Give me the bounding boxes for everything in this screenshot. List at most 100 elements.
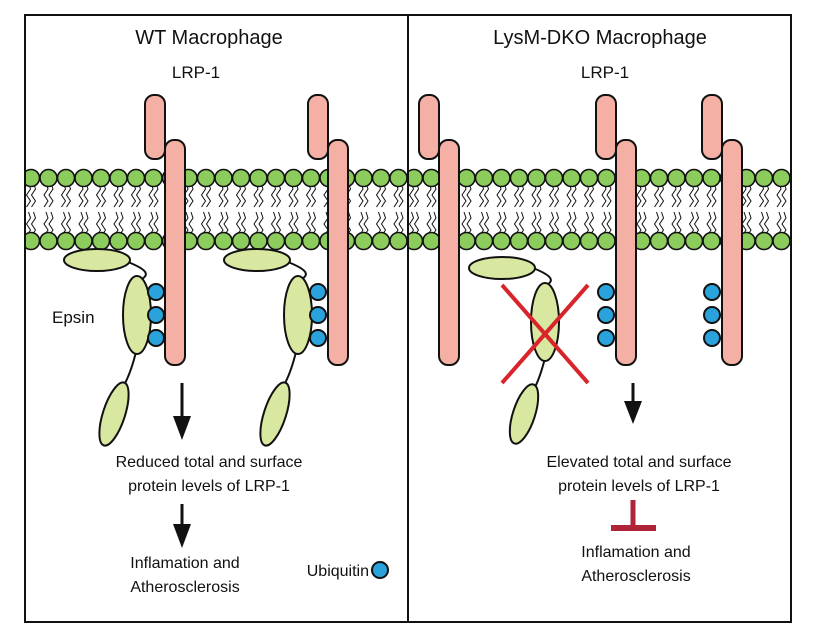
ubiquitin-legend-label: Ubiquitin [307, 563, 369, 580]
lipid-tail [65, 211, 72, 237]
lipid-head [249, 231, 268, 251]
lipid-head [422, 168, 441, 188]
ubiquitin-chain-3 [597, 283, 615, 347]
lipid-tail [118, 182, 124, 208]
lipid-tail [431, 211, 437, 237]
lipid-head [126, 168, 146, 188]
lipid-tail [188, 211, 194, 237]
lipid-tail [223, 182, 229, 208]
lipid-tail [135, 182, 142, 208]
lipid-head [597, 231, 616, 251]
lipid-head [684, 231, 704, 251]
lipid-head [301, 168, 321, 188]
lipid-head [56, 231, 76, 251]
lipid-tail [431, 182, 437, 208]
lipid-tail [398, 211, 404, 237]
lipid-tail [240, 211, 247, 237]
lipid-tail [711, 182, 717, 208]
lipid-head [649, 231, 669, 251]
lipid-head [266, 168, 286, 188]
lipid-head [527, 231, 546, 251]
lipid-tail [553, 211, 560, 237]
lipid-head [527, 168, 546, 188]
lipid-tail [676, 211, 682, 237]
lipid-tail [48, 211, 54, 237]
red-cross-icon [500, 283, 590, 385]
lipid-tail [258, 182, 264, 208]
lipid-head [109, 168, 128, 188]
lipid-head [91, 168, 111, 188]
lipid-head [474, 168, 494, 188]
lipid-tail [48, 182, 54, 208]
lipid-tail [153, 182, 159, 208]
lipid-head [126, 231, 146, 251]
down-arrow-icon [173, 383, 191, 440]
lrp1-receptor-2 [307, 94, 349, 366]
receptor-label-right: LRP-1 [581, 63, 629, 82]
lipid-tail [483, 211, 490, 237]
lipid-tail [553, 182, 560, 208]
epsin-protein-1 [63, 248, 152, 447]
lipid-head [354, 231, 373, 251]
lipid-tail [746, 182, 752, 208]
lipid-head [39, 231, 58, 251]
lipid-tail [275, 211, 282, 237]
lipid-tail [205, 211, 212, 237]
lipid-head [196, 231, 216, 251]
lipid-head [562, 168, 581, 188]
lipid-tail [466, 182, 472, 208]
lipid-tail [781, 211, 787, 237]
lipid-tail [30, 211, 37, 237]
lipid-tail [258, 211, 264, 237]
lipid-head [144, 231, 163, 251]
lipid-head [91, 231, 111, 251]
lipid-tail [293, 182, 299, 208]
lipid-tail [588, 211, 595, 237]
lipid-head [754, 231, 774, 251]
lrp1-receptor-1 [144, 94, 186, 366]
lipid-heads-left [25, 168, 408, 251]
outcome-right-line-1: Elevated total and surface [546, 454, 731, 471]
outcome-right-line-2: protein levels of LRP-1 [558, 478, 720, 495]
lipid-tail [536, 182, 542, 208]
ubiquitin-chain-1 [147, 283, 165, 347]
panel-wt: WT Macrophage LRP-1 Epsin Reduced total … [25, 27, 408, 596]
lipid-tail [781, 182, 787, 208]
ubiquitin-legend-icon [371, 561, 389, 579]
lipid-tail [466, 211, 472, 237]
lrp1-receptor-5 [701, 94, 743, 366]
lipid-tail [135, 211, 142, 237]
down-arrow-icon [173, 504, 191, 548]
consequence-left-line-1: Inflamation and [130, 555, 239, 572]
lipid-tail [571, 211, 577, 237]
lipid-head [109, 231, 128, 251]
panel-title-right: LysM-DKO Macrophage [493, 27, 707, 49]
lipid-tail [693, 211, 700, 237]
lipid-head [74, 231, 93, 251]
lipid-head [354, 168, 373, 188]
lipid-tail [536, 211, 542, 237]
lipid-tail [763, 211, 770, 237]
lipid-head [56, 168, 76, 188]
lipid-tail [658, 182, 665, 208]
lipid-head [214, 231, 233, 251]
lipid-tail [658, 211, 665, 237]
lipid-tail [30, 182, 37, 208]
consequence-right-line-1: Inflamation and [581, 544, 690, 561]
lipid-tail [380, 211, 387, 237]
lipid-head [457, 168, 476, 188]
lipid-tail [398, 182, 404, 208]
lipid-tail [746, 211, 752, 237]
lipid-tail [380, 182, 387, 208]
lipid-head [684, 168, 704, 188]
lipid-tail [588, 182, 595, 208]
lipid-head [562, 231, 581, 251]
lrp1-receptor-4 [595, 94, 637, 366]
lipid-head [579, 168, 599, 188]
lipid-tail [518, 182, 525, 208]
lipid-head [301, 231, 321, 251]
panel-title-left: WT Macrophage [135, 27, 282, 49]
lipid-tail [100, 182, 107, 208]
epsin-protein-knockout [468, 256, 560, 445]
